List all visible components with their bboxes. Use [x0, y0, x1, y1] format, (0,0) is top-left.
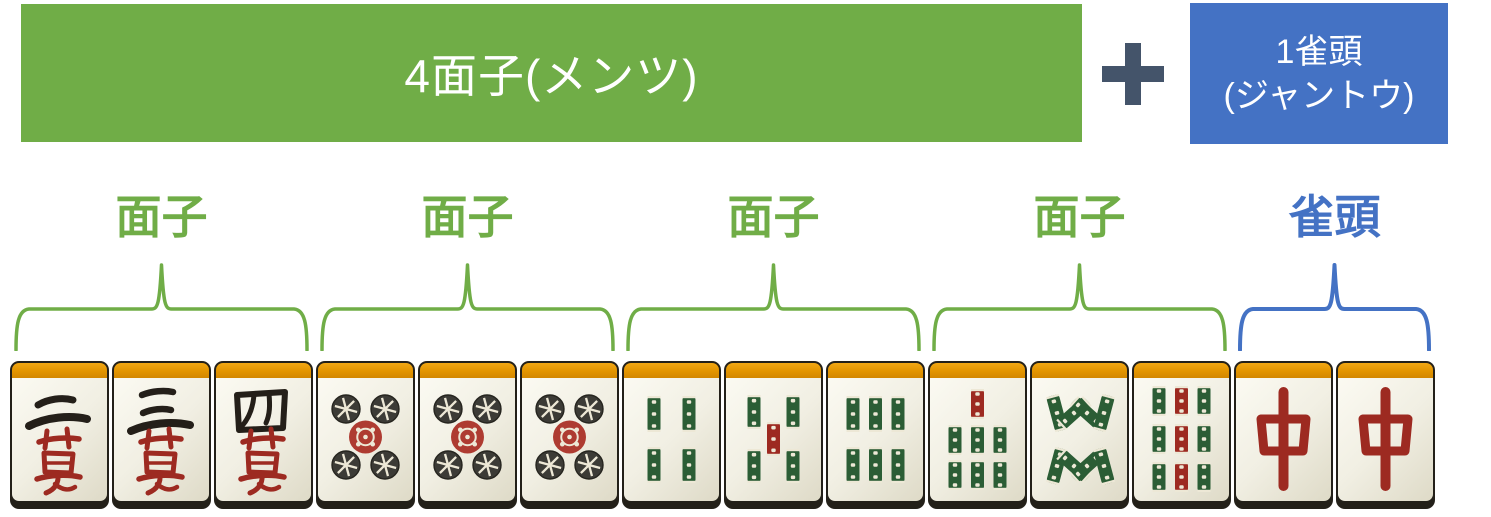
tile-back-edge: [420, 363, 515, 378]
tile-row: [622, 361, 925, 509]
tile-back-edge: [624, 363, 719, 378]
tile-5p: [520, 361, 619, 509]
tile-glyph-4-sou: [647, 396, 696, 483]
tile-face: [1032, 363, 1127, 501]
tile-face: [420, 363, 515, 501]
tile-chun: [1234, 361, 1333, 509]
tile-back-edge: [828, 363, 923, 378]
brace-icon: [1238, 263, 1431, 351]
tile-face: [828, 363, 923, 501]
tile-face: [216, 363, 311, 501]
tile-3m: [112, 361, 211, 509]
tile-glyph-5-sou: [747, 395, 800, 483]
tile-face-body: [318, 378, 413, 501]
tile-face-body: [828, 378, 923, 501]
jantou-banner: 1雀頭 (ジャントウ): [1190, 3, 1448, 144]
tile-face-body: [114, 378, 209, 501]
tile-face-body: [216, 378, 311, 501]
tile-row: [1234, 361, 1435, 509]
tile-glyph-5-pin: [331, 394, 400, 480]
tile-back-edge: [1032, 363, 1127, 378]
brace-icon: [320, 263, 615, 351]
tile-back-edge: [1338, 363, 1433, 378]
tile-face-body: [624, 378, 719, 501]
tile-row: [10, 361, 313, 509]
meld-label: 面子: [115, 191, 208, 243]
pair-label: 雀頭: [1288, 191, 1381, 243]
tile-5s: [724, 361, 823, 509]
tile-face-body: [1032, 378, 1127, 501]
tile-back-edge: [114, 363, 209, 378]
tile-glyph-7-sou: [948, 389, 1007, 490]
brace-icon: [932, 263, 1227, 351]
meld-group-1: 面子: [10, 192, 313, 509]
tile-back-edge: [1134, 363, 1229, 378]
tile-7s: [928, 361, 1027, 509]
tile-face: [318, 363, 413, 501]
tile-face: [1236, 363, 1331, 501]
tile-4s: [622, 361, 721, 509]
tile-8s: [1030, 361, 1129, 509]
brace-icon: [14, 263, 309, 351]
tile-chun: [1336, 361, 1435, 509]
tile-9s: [1132, 361, 1231, 509]
pair-group: 雀頭: [1234, 192, 1435, 509]
jantou-banner-line1: 1雀頭: [1275, 32, 1363, 71]
tile-glyph-2-man: [25, 395, 91, 496]
tile-2m: [10, 361, 109, 509]
tile-face: [930, 363, 1025, 501]
tile-glyph-3-man: [127, 387, 194, 496]
tile-face: [1134, 363, 1229, 501]
tile-5p: [418, 361, 517, 509]
tile-glyph-8-sou: [1046, 393, 1115, 486]
mentsu-banner-label: 4面子(メンツ): [404, 50, 699, 102]
tile-6s: [826, 361, 925, 509]
tile-face-body: [726, 378, 821, 501]
tile-back-edge: [216, 363, 311, 378]
tile-face-body: [420, 378, 515, 501]
tile-glyph-9-sou: [1152, 386, 1211, 492]
meld-label: 面子: [421, 191, 514, 243]
tile-face: [114, 363, 209, 501]
tile-face: [726, 363, 821, 501]
tile-glyph-5-pin: [535, 394, 604, 480]
brace-icon: [626, 263, 921, 351]
tile-4m: [214, 361, 313, 509]
tile-face: [522, 363, 617, 501]
tile-face-body: [12, 378, 107, 501]
tile-face-body: [1338, 378, 1433, 501]
mentsu-banner: 4面子(メンツ): [21, 4, 1082, 142]
tile-row: [316, 361, 619, 509]
meld-group-2: 面子: [316, 192, 619, 509]
tile-glyph-chun: [1358, 387, 1413, 491]
tile-back-edge: [12, 363, 107, 378]
tile-glyph-5-pin: [433, 394, 502, 480]
tile-face-body: [1236, 378, 1331, 501]
tile-face: [624, 363, 719, 501]
tile-row: [928, 361, 1231, 509]
meld-group-4: 面子: [928, 192, 1231, 509]
tile-back-edge: [318, 363, 413, 378]
tile-back-edge: [930, 363, 1025, 378]
tile-glyph-4-man: [234, 389, 288, 496]
plus-icon-svg: [1102, 43, 1164, 105]
hand: 面子 面子 面子 面子 雀頭: [10, 192, 1435, 509]
meld-label: 面子: [727, 191, 820, 243]
tile-face: [12, 363, 107, 501]
tile-face-body: [930, 378, 1025, 501]
tile-back-edge: [522, 363, 617, 378]
tile-back-edge: [1236, 363, 1331, 378]
plus-icon: [1102, 43, 1164, 105]
tile-face-body: [1134, 378, 1229, 501]
meld-group-3: 面子: [622, 192, 925, 509]
jantou-banner-line2: (ジャントウ): [1223, 76, 1415, 115]
tile-back-edge: [726, 363, 821, 378]
tile-5p: [316, 361, 415, 509]
tile-face: [1338, 363, 1433, 501]
tile-glyph-chun: [1256, 387, 1311, 491]
meld-label: 面子: [1033, 191, 1126, 243]
tile-face-body: [522, 378, 617, 501]
tile-glyph-6-sou: [846, 396, 905, 483]
